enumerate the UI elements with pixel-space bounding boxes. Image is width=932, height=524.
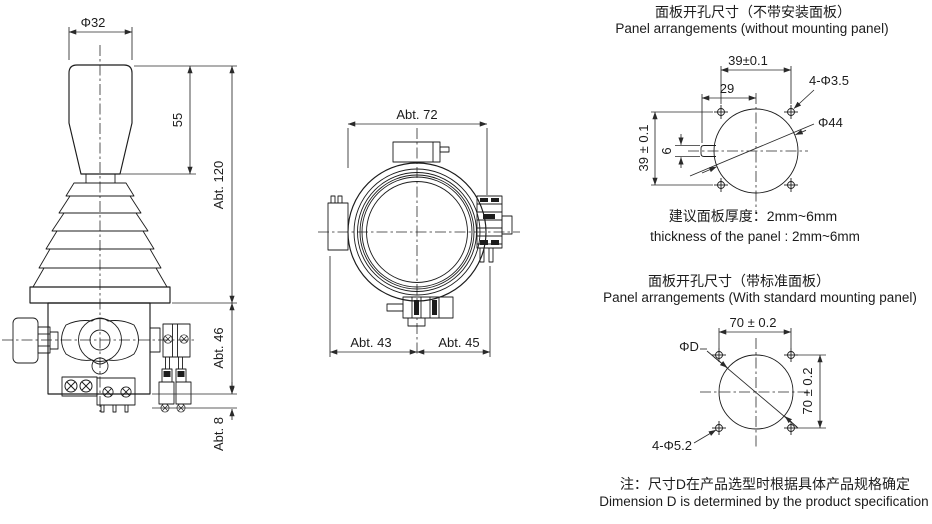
dim-55-label: 55 [170, 113, 185, 127]
dim-abt46-label: Abt. 46 [211, 327, 226, 368]
dim-70v-label: 70 ± 0.2 [800, 368, 815, 415]
dim-mount-holes-3_5: 4-Φ3.5 [793, 73, 849, 109]
left-knob [12, 317, 59, 364]
rubber-boot [32, 182, 168, 288]
terminal-plate [61, 376, 98, 397]
panel-with-title-zh: 面板开孔尺寸（带标准面板） [648, 273, 830, 289]
footnote: 注：尺寸D在产品选型时根据具体产品规格确定 Dimension D is det… [599, 476, 928, 509]
dim-body-height: Abt. 46 [152, 302, 237, 395]
dim-39-vertical: 39 ± 0.1 [636, 111, 713, 186]
microswitch-left [96, 377, 136, 413]
dim-notch-6: 6 [659, 134, 700, 168]
dim-knob-diameter: Φ32 [68, 15, 133, 60]
dim-phi44-label: Φ44 [818, 115, 843, 130]
bottom-connector [386, 296, 454, 327]
dim-4phi35-label: 4-Φ3.5 [809, 73, 849, 88]
dim-6-label: 6 [659, 147, 674, 154]
panel-cutout-without-panel: 面板开孔尺寸（不带安装面板） Panel arrangements (witho… [615, 4, 888, 244]
dim-39v-label: 39 ± 0.1 [636, 125, 651, 172]
dim-cutout-phi44: Φ44 [689, 115, 843, 177]
panel-without-title-zh: 面板开孔尺寸（不带安装面板） [655, 4, 851, 20]
dim-abt120-label: Abt. 120 [211, 161, 226, 209]
dim-70-horizontal: 70 ± 0.2 [718, 315, 792, 348]
bottom-view: Abt. 72 Abt. 43 Abt. 45 [318, 107, 520, 357]
dim-cutout-phiD: ΦD [679, 339, 799, 429]
mount-hole [783, 420, 799, 436]
panel-cutout-with-panel: 面板开孔尺寸（带标准面板） Panel arrangements (With s… [603, 273, 917, 453]
dim-4phi52-label: 4-Φ5.2 [652, 438, 692, 453]
dim-overall-width: Abt. 72 [347, 107, 488, 195]
mount-hole [713, 104, 729, 120]
footnote-en: Dimension D is determined by the product… [599, 494, 928, 509]
cam-mechanism [61, 317, 139, 375]
dim-29-label: 29 [720, 81, 734, 96]
dim-39h-label: 39±0.1 [728, 53, 768, 68]
right-switch-stack [476, 195, 513, 263]
dim-70h-label: 70 ± 0.2 [730, 315, 777, 330]
dim-mount-holes-5_2: 4-Φ5.2 [652, 429, 717, 453]
cutout-circle-44 [713, 108, 799, 194]
mount-hole [711, 347, 727, 363]
dim-abt8-label: Abt. 8 [211, 417, 226, 451]
dim-phi32-label: Φ32 [81, 15, 106, 30]
dim-29: 29 [701, 81, 757, 143]
top-connector [392, 141, 450, 163]
dim-total-height: Abt. 120 [172, 65, 237, 304]
dim-70-vertical: 70 ± 0.2 [796, 354, 826, 429]
panel-thickness-en: thickness of the panel : 2mm~6mm [650, 229, 860, 244]
dim-abt45-label: Abt. 45 [438, 335, 479, 350]
panel-thickness-zh: 建议面板厚度：2mm~6mm [669, 208, 837, 224]
cutout-circle-d [718, 354, 794, 430]
footnote-zh: 注：尺寸D在产品选型时根据具体产品规格确定 [620, 476, 910, 492]
panel-with-title-en: Panel arrangements (With standard mounti… [603, 290, 917, 305]
dim-bottom-protrusion: Abt. 8 [152, 382, 237, 451]
dim-abt43-label: Abt. 43 [350, 335, 391, 350]
dim-abt72-label: Abt. 72 [396, 107, 437, 122]
mount-hole [711, 420, 727, 436]
joystick-handle [68, 64, 133, 175]
mount-hole [783, 347, 799, 363]
dim-handle-height: 55 [120, 65, 237, 175]
side-view: Φ32 55 Abt. 120 Abt. 46 Abt. 8 [2, 15, 237, 451]
handle-collar [85, 173, 116, 184]
cutout-notch [700, 145, 716, 157]
panel-without-title-en: Panel arrangements (without mounting pan… [615, 21, 888, 36]
left-connector [327, 195, 349, 251]
dim-phiD-label: ΦD [679, 339, 699, 354]
switch-assembly-right [149, 323, 192, 413]
dim-bottom-halves: Abt. 43 Abt. 45 [329, 256, 491, 357]
